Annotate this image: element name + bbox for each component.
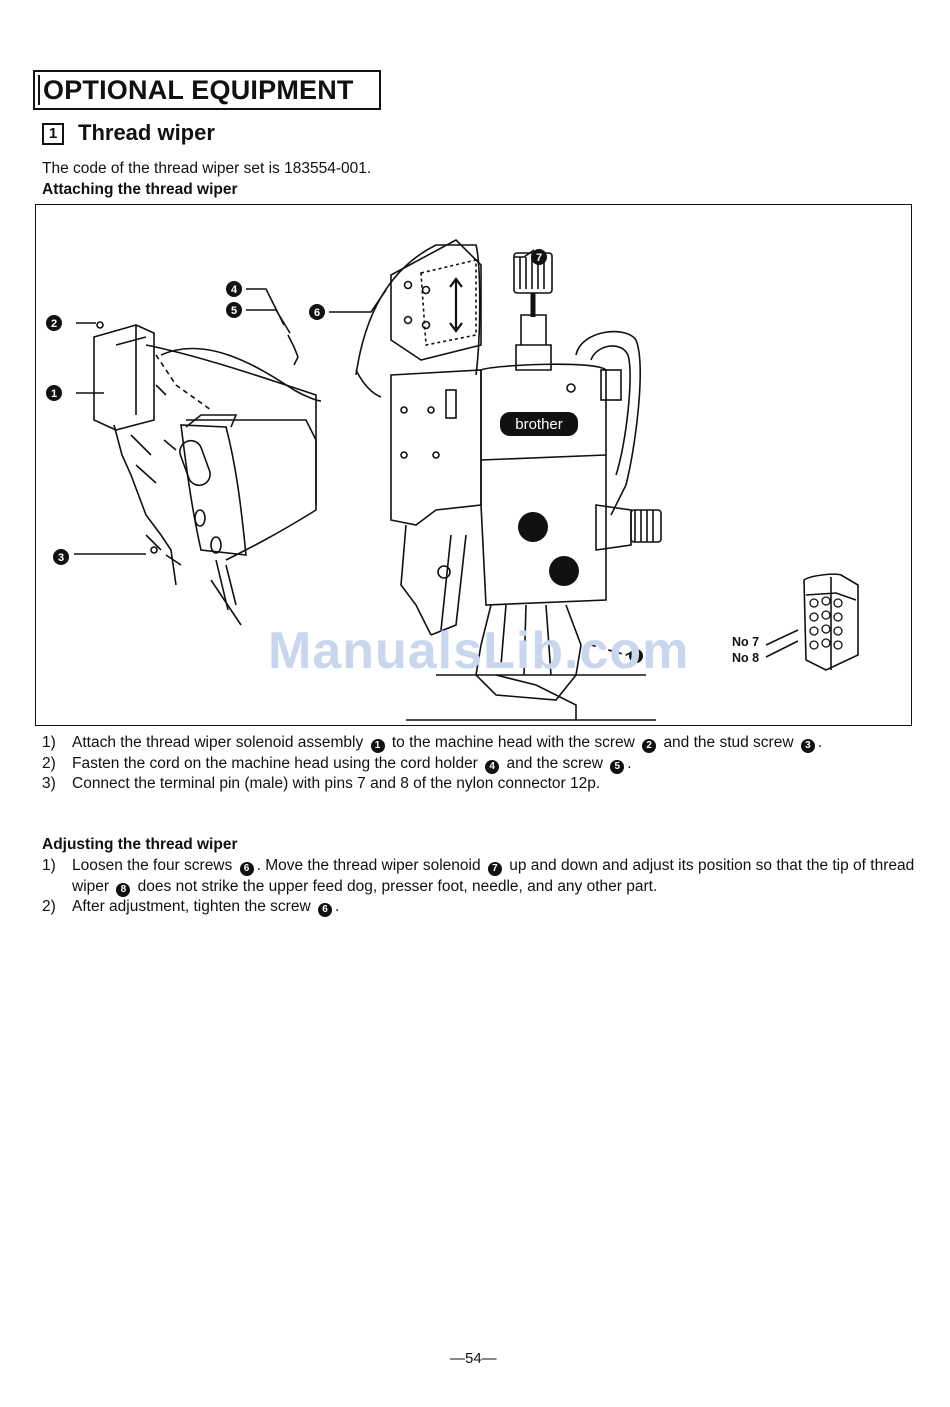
list-item: 2) After adjustment, tighten the screw 6… <box>42 897 932 918</box>
callout-6: 6 <box>314 307 320 319</box>
callout-markers: 2 1 3 4 5 6 7 8 <box>46 249 643 663</box>
callout-5-icon: 5 <box>610 759 625 774</box>
list-item: 3) Connect the terminal pin (male) with … <box>42 775 601 792</box>
callout-6-icon: 6 <box>239 862 254 877</box>
callout-2: 2 <box>51 318 57 330</box>
page-number: —54— <box>450 1350 497 1367</box>
callout-3: 3 <box>58 552 64 564</box>
pin-label-8: No 8 <box>732 651 759 665</box>
list-item: 1) Loosen the four screws 6. Move the th… <box>42 856 932 897</box>
adjusting-steps: 1) Loosen the four screws 6. Move the th… <box>42 856 932 918</box>
callout-6-icon: 6 <box>317 903 332 918</box>
callout-3-icon: 3 <box>800 739 815 754</box>
section-heading: 1 Thread wiper <box>42 120 215 146</box>
list-item: 2) Fasten the cord on the machine head u… <box>42 754 932 775</box>
list-item: 1) Attach the thread wiper solenoid asse… <box>42 733 932 754</box>
callout-8-icon: 8 <box>116 882 131 897</box>
callout-4-icon: 4 <box>485 759 500 774</box>
callout-1-icon: 1 <box>370 739 385 754</box>
watermark: ManualsLib.com <box>268 622 690 680</box>
callout-1: 1 <box>51 388 57 400</box>
page-title: OPTIONAL EQUIPMENT <box>33 70 381 110</box>
callout-7-icon: 7 <box>487 862 502 877</box>
pin-label-7: No 7 <box>732 635 759 649</box>
illustration-figure: 2 1 3 4 5 6 7 8 brother No 7 No 8 Manual… <box>35 204 912 726</box>
callout-7: 7 <box>536 252 542 264</box>
machine-illustration: 2 1 3 4 5 6 7 8 brother No 7 No 8 <box>46 239 859 721</box>
callout-5: 5 <box>231 305 237 317</box>
adjusting-heading: Adjusting the thread wiper <box>42 836 238 853</box>
callout-2-icon: 2 <box>642 739 657 754</box>
callout-8: 8 <box>633 652 639 663</box>
code-line: The code of the thread wiper set is 1835… <box>42 160 372 177</box>
attaching-steps: 1) Attach the thread wiper solenoid asse… <box>42 733 932 795</box>
callout-4: 4 <box>231 284 238 296</box>
attaching-heading: Attaching the thread wiper <box>42 181 238 198</box>
brand-logo: brother <box>515 416 563 433</box>
section-number: 1 <box>42 123 64 145</box>
section-title: Thread wiper <box>78 120 215 145</box>
